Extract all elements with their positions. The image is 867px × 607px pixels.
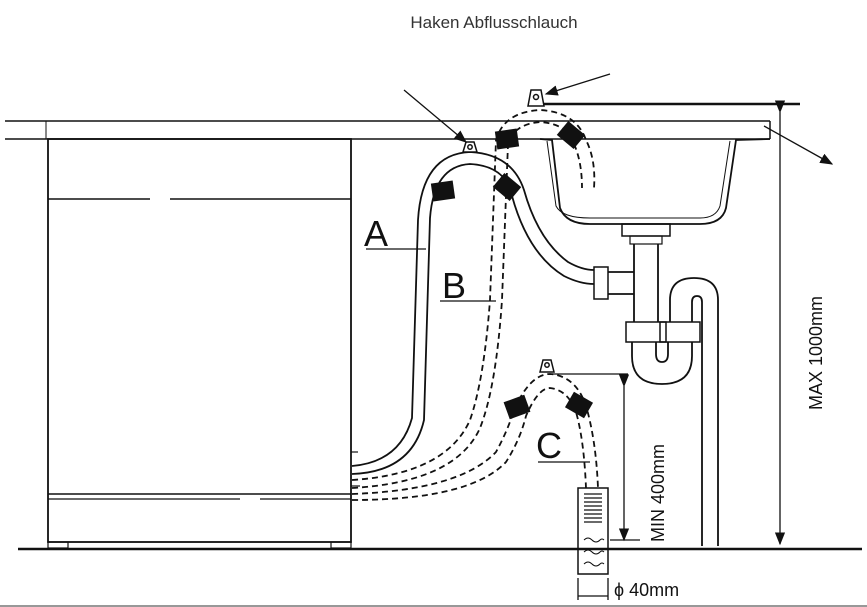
- standpipe: [577, 487, 609, 575]
- label-a: A: [364, 213, 388, 254]
- dishwasher: [47, 138, 360, 549]
- diameter-label: ϕ 40mm: [614, 580, 679, 600]
- diagram-title: Haken Abflusschlauch: [410, 13, 577, 32]
- label-b: B: [442, 265, 466, 306]
- diameter-dimension: [577, 578, 609, 600]
- countertop: [5, 102, 800, 140]
- drain-hose-a: [351, 151, 595, 475]
- min-height-label: MIN 400mm: [648, 444, 668, 542]
- hose-hooks: [461, 89, 555, 373]
- label-c: C: [536, 425, 562, 466]
- min-dimension: [552, 373, 640, 542]
- max-height-label: MAX 1000mm: [806, 296, 826, 410]
- hose-clamps: [430, 121, 594, 420]
- drain-hose-c: [351, 373, 599, 501]
- sink: [539, 138, 771, 245]
- label-leaders: [366, 248, 590, 463]
- sink-trap: [593, 244, 719, 546]
